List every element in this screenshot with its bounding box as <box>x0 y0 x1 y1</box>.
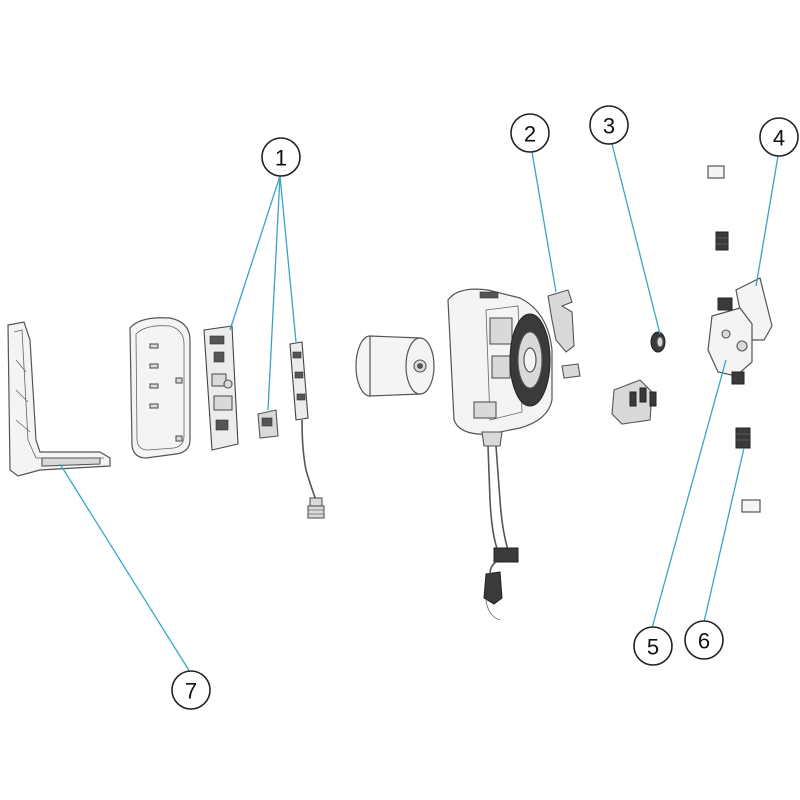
svg-text:2: 2 <box>524 122 536 147</box>
part-front-cover <box>129 317 191 459</box>
part-sensor-module <box>257 409 279 439</box>
callout-4: 4 <box>759 117 799 157</box>
svg-text:5: 5 <box>647 635 659 660</box>
leader-lines <box>59 143 779 673</box>
part-bottom-fitting <box>735 427 761 513</box>
part-disc <box>650 331 666 353</box>
part-clip <box>547 289 581 379</box>
part-main-pcb <box>203 325 239 451</box>
callout-5: 5 <box>633 626 673 666</box>
svg-text:7: 7 <box>185 679 197 704</box>
part-display-pcb <box>289 341 325 519</box>
callout-6: 6 <box>684 620 724 660</box>
part-motor <box>355 335 435 397</box>
callout-1: 1 <box>261 137 301 177</box>
svg-text:6: 6 <box>698 629 710 654</box>
callout-3: 3 <box>589 105 629 145</box>
part-main-housing <box>447 288 553 621</box>
svg-text:4: 4 <box>773 126 785 151</box>
callout-7: 7 <box>171 670 211 710</box>
svg-text:3: 3 <box>603 114 615 139</box>
part-bracket-stand <box>7 321 111 477</box>
part-valve-body <box>707 277 773 385</box>
part-connector-block <box>611 379 657 425</box>
callout-2: 2 <box>510 113 550 153</box>
part-top-plug <box>707 165 729 251</box>
svg-text:1: 1 <box>275 146 287 171</box>
